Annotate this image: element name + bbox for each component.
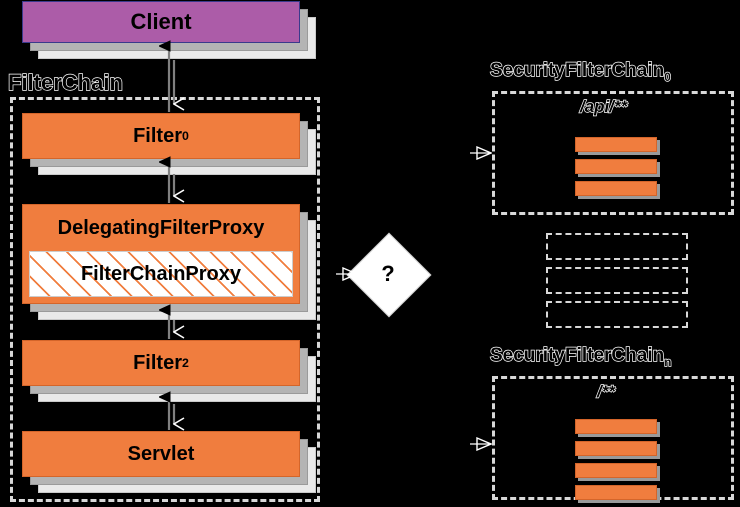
sfcn-bar-1[interactable] (575, 419, 657, 434)
chain-placeholder-3 (546, 301, 688, 328)
security-filter-chain-0-container (492, 91, 734, 215)
client-node[interactable]: Client (22, 1, 316, 59)
sfcn-title-text: SecurityFilterChain (489, 344, 665, 366)
filter-2-label: Filter (133, 351, 182, 374)
security-filter-chain-n-filters (575, 419, 660, 503)
security-filter-chain-0-filters (575, 137, 660, 199)
sfcn-bar-2[interactable] (575, 441, 657, 456)
sfcn-bar-3[interactable] (575, 463, 657, 478)
filter-2-subscript: 2 (182, 356, 189, 370)
sfc0-title-subscript: 0 (664, 70, 672, 84)
sfcn-title-subscript: n (664, 355, 673, 369)
security-filter-chain-0-title: SecurityFilterChain0 (489, 59, 672, 84)
delegating-filter-proxy-label: DelegatingFilterProxy (57, 216, 265, 239)
filter-0-label: Filter (133, 124, 182, 147)
filter-0-subscript: 0 (182, 129, 189, 143)
sfc0-bar-3[interactable] (575, 181, 657, 196)
chain-placeholder-2 (546, 267, 688, 294)
security-filter-chain-0-pattern: /api/** (579, 96, 628, 116)
delegating-filter-proxy-node[interactable]: DelegatingFilterProxy FilterChainProxy (22, 204, 316, 320)
filterchain-container-label: FilterChain (7, 69, 123, 95)
servlet-node[interactable]: Servlet (22, 431, 316, 493)
sfc0-bar-1[interactable] (575, 137, 657, 152)
sfc0-title-text: SecurityFilterChain (489, 59, 665, 81)
filter-chain-proxy-label: FilterChainProxy (29, 251, 293, 297)
dfp-face: DelegatingFilterProxy FilterChainProxy (22, 204, 300, 304)
sfc0-bar-2[interactable] (575, 159, 657, 174)
security-filter-chain-n-pattern: /** (596, 381, 615, 401)
chain-placeholder-1 (546, 233, 688, 260)
sfcn-bar-4[interactable] (575, 485, 657, 500)
client-label: Client (22, 1, 300, 43)
decision-diamond-label: ? (381, 261, 395, 286)
security-filter-chain-n-title: SecurityFilterChainn (489, 344, 673, 369)
servlet-label: Servlet (22, 431, 300, 477)
filterchain-container (10, 97, 320, 502)
